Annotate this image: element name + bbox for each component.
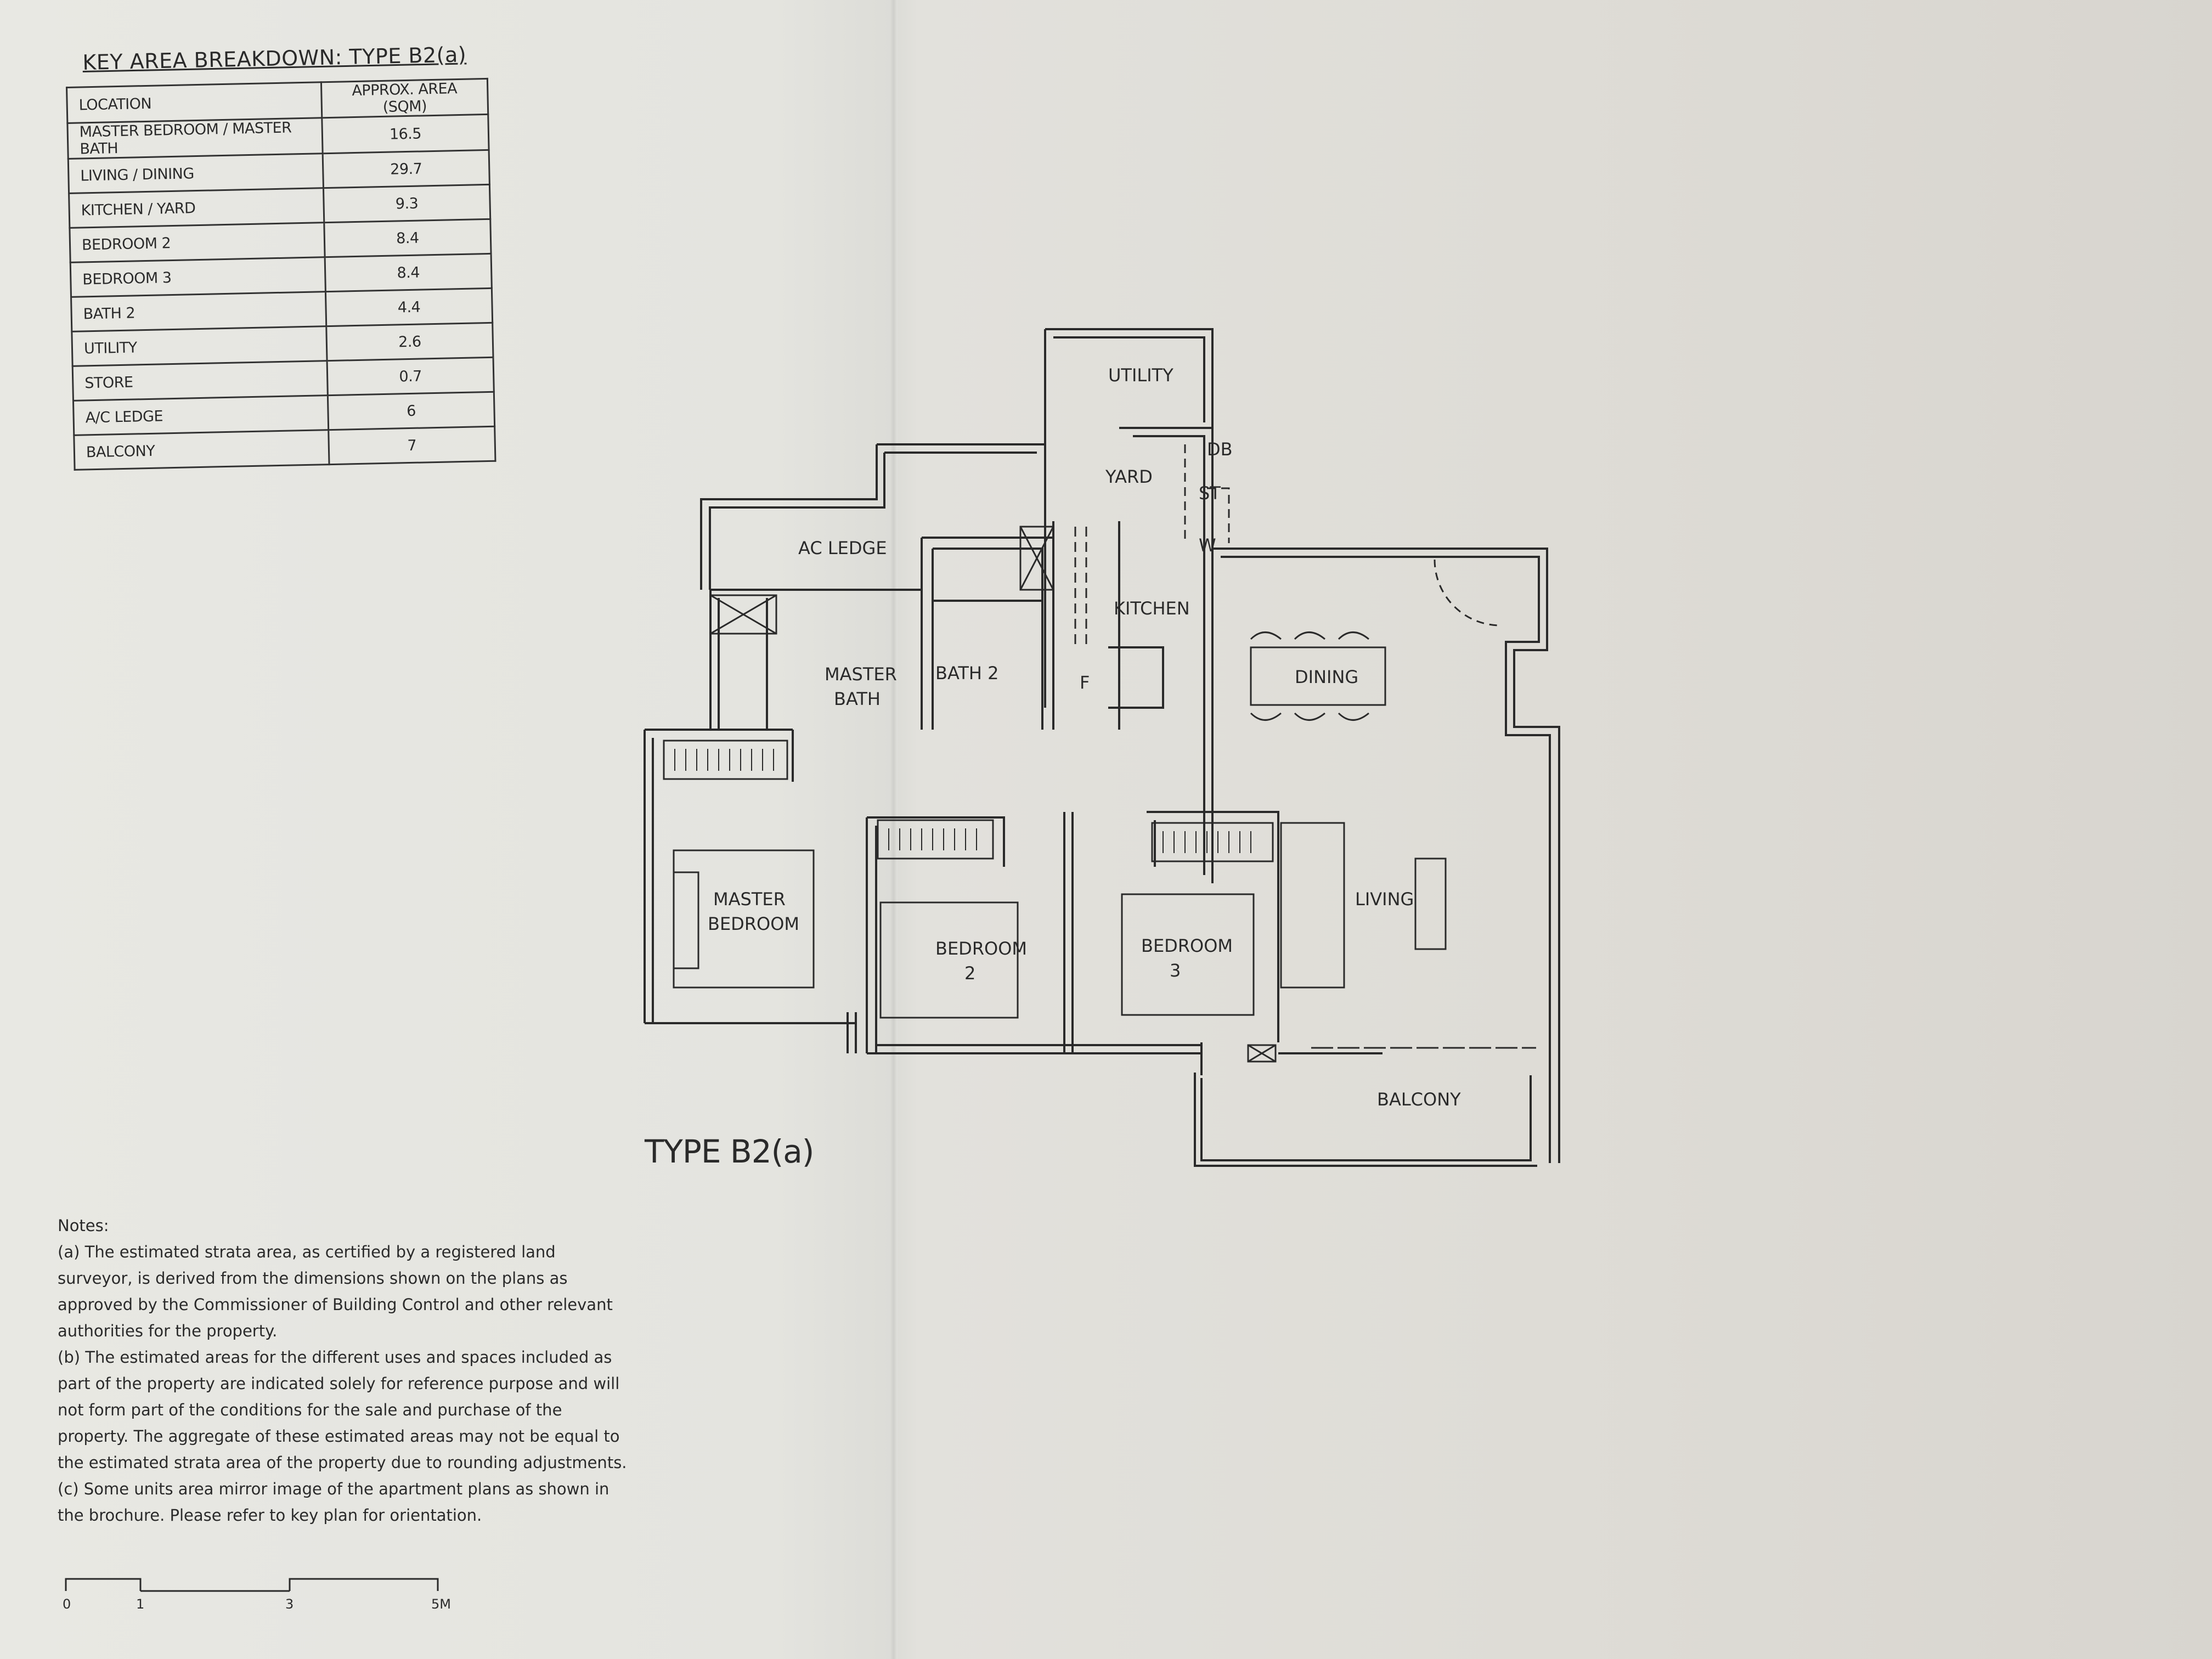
dining-table [1250, 646, 1386, 706]
label-ac-ledge: AC LEDGE [798, 538, 887, 558]
label-master-bedroom-2: BEDROOM [708, 913, 799, 934]
area-breakdown-table: LOCATION APPROX. AREA (SQM) MASTER BEDRO… [66, 78, 496, 471]
row-area: 29.7 [323, 150, 490, 188]
row-area: 16.5 [321, 114, 489, 154]
wall-master-bedroom [644, 729, 857, 1053]
label-bath2: BATH 2 [935, 663, 999, 684]
scale-bar: 0 1 3 5M [63, 1575, 451, 1618]
scale-label-1: 1 [136, 1596, 145, 1612]
row-location: BALCONY [74, 430, 330, 470]
store-dash [1184, 444, 1230, 543]
row-area: 0.7 [327, 357, 494, 396]
label-master-bedroom-1: MASTER [713, 889, 786, 910]
label-utility: UTILITY [1108, 365, 1173, 386]
notes-block: Notes: (a) The estimated strata area, as… [58, 1212, 628, 1528]
notes-heading: Notes: [58, 1216, 109, 1235]
wall-ac-ledge [700, 443, 1045, 590]
entrance-door [1434, 559, 1501, 627]
wall-bedroom2 [866, 812, 1201, 1054]
scale-label-0: 0 [63, 1596, 71, 1612]
bedroom3-bed [1121, 893, 1255, 1016]
shower-bath2 [1019, 526, 1054, 591]
row-area: 9.3 [323, 184, 490, 223]
label-bedroom2-2: 2 [964, 963, 975, 984]
label-balcony: BALCONY [1377, 1089, 1461, 1110]
wardrobe-master [663, 740, 788, 780]
wall-bath2 [921, 537, 1053, 730]
label-living: LIVING [1355, 889, 1414, 910]
row-location: STORE [72, 360, 328, 401]
note-c: (c) Some units area mirror image of the … [58, 1480, 610, 1525]
label-kitchen: KITCHEN [1114, 598, 1190, 619]
row-location: A/C LEDGE [73, 395, 329, 436]
label-master-bath-1: MASTER [825, 664, 897, 685]
label-bedroom3-1: BEDROOM [1141, 935, 1233, 956]
wall-utility [1044, 328, 1214, 455]
label-master-bath-2: BATH [834, 689, 881, 709]
dining-chairs [1250, 631, 1369, 721]
row-location: BEDROOM 2 [69, 222, 325, 263]
wall-east [1212, 548, 1560, 1163]
row-area: 8.4 [324, 219, 492, 257]
ac-unit [1247, 1044, 1277, 1063]
floor-plan: UTILITY YARD DB ST W AC LEDGE KITCHEN F … [644, 328, 1560, 1167]
wardrobe-bedroom2 [877, 819, 994, 860]
label-yard: YARD [1105, 466, 1153, 487]
wall-kitchen [1052, 521, 1164, 730]
paper-fold [890, 0, 898, 1659]
row-area: 8.4 [325, 253, 492, 292]
scale-label-5m: 5M [431, 1596, 451, 1612]
wall-bedroom3 [1147, 811, 1383, 1075]
header-area: APPROX. AREA (SQM) [321, 78, 488, 118]
wardrobe-bedroom2-lines [888, 828, 977, 850]
note-a: (a) The estimated strata area, as certif… [58, 1243, 613, 1340]
row-location: MASTER BEDROOM / MASTER BATH [67, 117, 323, 159]
scale-bar-graphic [65, 1578, 439, 1592]
label-dining: DINING [1295, 667, 1358, 687]
row-location: BATH 2 [71, 291, 326, 332]
row-location: LIVING / DINING [68, 153, 324, 194]
master-bed-pillow [673, 871, 699, 969]
label-bedroom2-1: BEDROOM [935, 938, 1027, 959]
living-sofa [1280, 822, 1345, 989]
row-location: BEDROOM 3 [70, 257, 326, 297]
row-location: KITCHEN / YARD [69, 188, 324, 228]
living-tv-console [1414, 857, 1447, 950]
wardrobe-bedroom3 [1151, 822, 1274, 862]
note-b: (b) The estimated areas for the differen… [58, 1348, 627, 1472]
header-location: LOCATION [66, 82, 322, 123]
label-f: F [1080, 672, 1090, 693]
wardrobe-bedroom3-lines [1163, 831, 1251, 853]
plan-type-title: TYPE B2(a) [645, 1133, 814, 1170]
row-area: 7 [328, 426, 495, 465]
scale-label-3: 3 [285, 1596, 294, 1612]
wardrobe-master-lines [674, 749, 774, 771]
bedroom2-bed [879, 901, 1019, 1019]
wall-yard [1044, 427, 1214, 883]
label-bedroom3-2: 3 [1170, 960, 1181, 981]
shower-master [709, 594, 777, 635]
wall-balcony [1194, 1073, 1537, 1167]
label-st: ST [1199, 483, 1221, 504]
label-db: DB [1207, 439, 1233, 460]
row-area: 4.4 [325, 288, 493, 326]
kitchen-counter [1074, 527, 1087, 647]
wall-master-bath [709, 589, 923, 730]
row-area: 2.6 [326, 323, 494, 361]
label-w: W [1199, 535, 1216, 556]
row-area: 6 [328, 392, 495, 430]
row-location: UTILITY [71, 326, 328, 366]
